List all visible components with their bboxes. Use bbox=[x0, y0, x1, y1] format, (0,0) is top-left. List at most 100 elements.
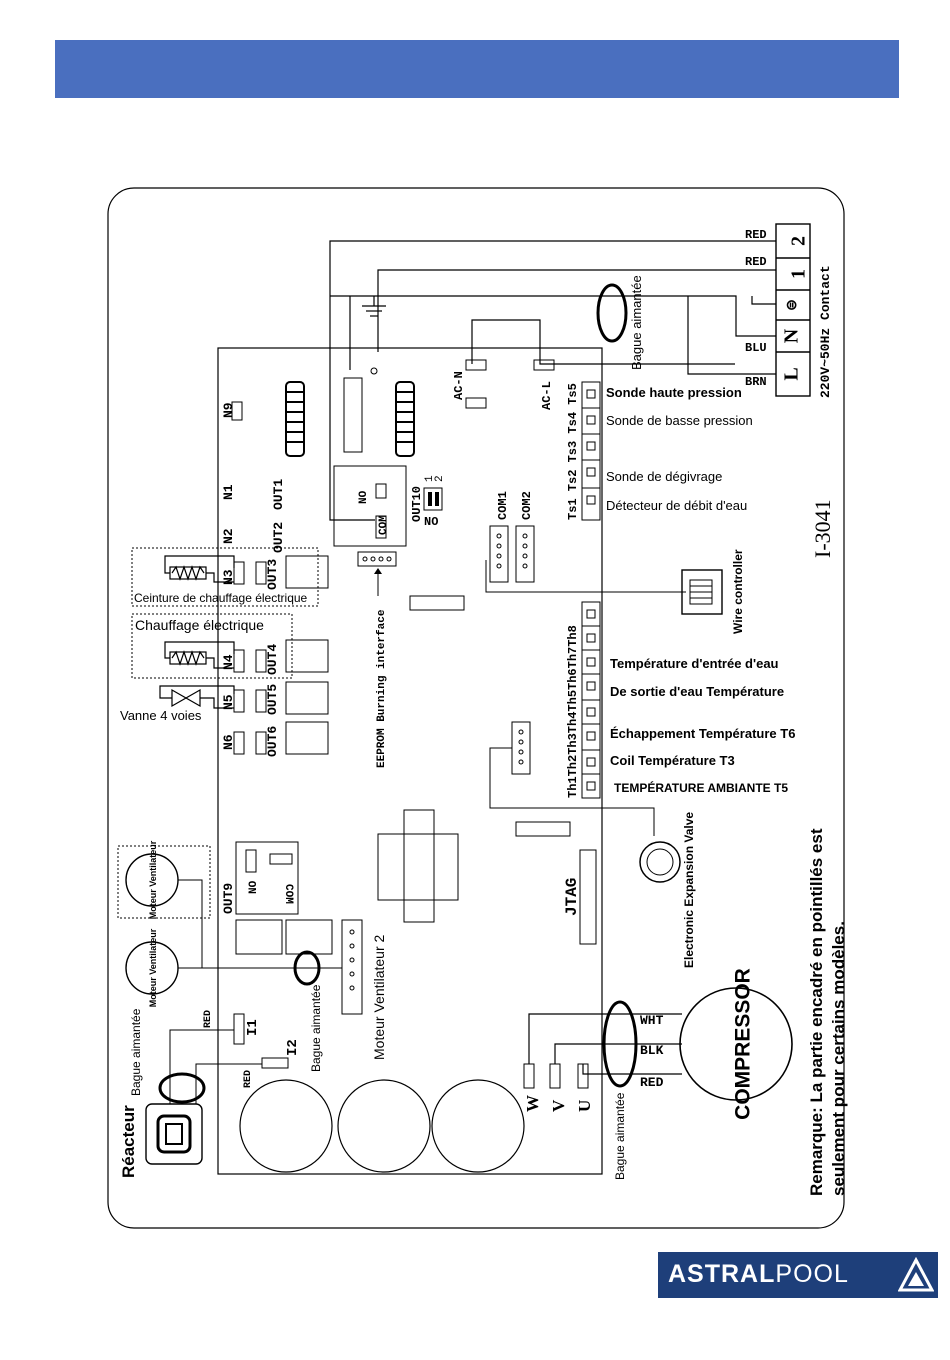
n6-label: N6 bbox=[221, 734, 236, 750]
eev-valve-icon bbox=[639, 841, 681, 883]
i1-label: I1 bbox=[245, 1019, 261, 1036]
logo-word-light: POOL bbox=[775, 1260, 849, 1288]
eeprom-label: EEPROM Burning interface bbox=[376, 609, 388, 768]
out9-relay bbox=[235, 841, 299, 915]
capacitor-2 bbox=[337, 1079, 431, 1173]
ferrite-ring-compressor-icon bbox=[602, 1000, 638, 1088]
ac-n-label: AC-N bbox=[452, 371, 466, 400]
sensor-coil: Coil Température T3 bbox=[610, 753, 735, 768]
logo-word-bold: ASTRAL bbox=[668, 1260, 776, 1288]
sensor-exhaust: Échappement Température T6 bbox=[610, 726, 795, 741]
board-id: I-3041 bbox=[810, 499, 835, 558]
fan-motor-dashed-box bbox=[117, 845, 211, 919]
n1-label: N1 bbox=[221, 484, 236, 500]
wire-controller-icon bbox=[681, 569, 723, 615]
reactor-red-2-label: RED bbox=[243, 1070, 254, 1088]
terminal-1: 1 bbox=[788, 269, 810, 279]
reactor-label: Réacteur bbox=[119, 1105, 138, 1178]
out1-label: OUT1 bbox=[271, 479, 286, 510]
com1-connector bbox=[489, 525, 509, 583]
ac-l-label: AC-L bbox=[540, 381, 554, 410]
fan2-connector bbox=[341, 919, 363, 1015]
component-block bbox=[409, 595, 465, 611]
n2-label: N2 bbox=[221, 528, 236, 544]
terminal-2: 2 bbox=[788, 236, 810, 246]
v-terminal bbox=[549, 1063, 561, 1089]
power-terminal-block bbox=[775, 223, 811, 397]
fan-relay-1 bbox=[235, 919, 283, 955]
wire-red-2-label: RED bbox=[745, 255, 767, 269]
th-pins-label: Th1Th2Th3Th4Th5Th6Th7Th8 bbox=[566, 625, 580, 798]
out2-label: OUT2 bbox=[271, 522, 286, 553]
four-way-valve-icon bbox=[159, 685, 235, 709]
ring-fan-label: Bague aimantée bbox=[309, 984, 323, 1072]
header-bar bbox=[55, 40, 899, 98]
dip-1-label: 1 bbox=[424, 475, 436, 482]
fan2-label: Moteur Ventilateur 2 bbox=[371, 934, 387, 1060]
sensor-defrost: Sonde de dégivrage bbox=[606, 469, 722, 484]
compressor-icon bbox=[679, 987, 793, 1101]
output-terminals bbox=[231, 401, 329, 755]
inductor-1-icon bbox=[285, 381, 305, 457]
compressor-wire-wht: WHT bbox=[640, 1013, 664, 1028]
ferrite-ring-fan-icon bbox=[293, 950, 321, 986]
wire-blu-label: BLU bbox=[745, 341, 767, 355]
phase-w-label: W bbox=[523, 1095, 542, 1112]
fan-motor-1-label: Moteur Ventilateur bbox=[148, 840, 158, 919]
power-wires bbox=[329, 240, 776, 521]
phase-v-label: V bbox=[549, 1099, 568, 1112]
i1-terminal bbox=[233, 1013, 245, 1045]
transformer bbox=[377, 833, 459, 901]
com2-connector bbox=[515, 525, 535, 583]
astralpool-logo: ASTRALPOOL bbox=[658, 1252, 938, 1298]
ring-compressor-label: Bague aimantée bbox=[613, 1092, 627, 1180]
jtag-connector bbox=[579, 849, 597, 945]
terminal-l: L bbox=[781, 367, 803, 380]
compressor-wire-red: RED bbox=[640, 1075, 664, 1090]
i2-terminal bbox=[261, 1057, 289, 1069]
fan-motor-2-label: Moteur Ventilateur bbox=[148, 928, 158, 1007]
out10-no-label: NO bbox=[358, 490, 370, 504]
sensor-water-inlet: Température d'entrée d'eau bbox=[610, 656, 779, 671]
eeprom-connector bbox=[357, 551, 397, 567]
out10-label: OUT10 bbox=[410, 486, 424, 522]
reactor-icon bbox=[145, 1103, 203, 1165]
out10-com-label: COM bbox=[378, 515, 390, 535]
note-line-1: Remarque: La partie encadré en pointillé… bbox=[807, 828, 826, 1196]
out4-label: OUT4 bbox=[265, 644, 280, 675]
sensor-ambient: TEMPÉRATURE AMBIANTE T5 bbox=[614, 780, 788, 795]
terminal-n: N bbox=[781, 328, 803, 343]
n5-label: N5 bbox=[221, 694, 236, 710]
valve-label: Vanne 4 voies bbox=[120, 708, 202, 723]
out9-no-label: NO bbox=[248, 880, 260, 894]
ring-top-label: Bague aimantée bbox=[629, 275, 644, 370]
w-terminal bbox=[523, 1063, 535, 1089]
heater-belt-box bbox=[131, 547, 319, 607]
heater-belt-label: Ceinture de chauffage électrique bbox=[134, 591, 308, 605]
n3-label: N3 bbox=[221, 569, 236, 585]
dip-switch[interactable] bbox=[423, 487, 443, 511]
reactor-red-1-label: RED bbox=[203, 1010, 214, 1028]
compressor-label: COMPRESSOR bbox=[732, 968, 755, 1120]
com1-label: COM1 bbox=[496, 491, 510, 520]
n4-label: N4 bbox=[221, 654, 236, 670]
sensor-low-pressure: Sonde de basse pression bbox=[606, 413, 753, 428]
electric-heater-box bbox=[131, 613, 293, 679]
electric-heater-label: Chauffage électrique bbox=[135, 617, 264, 633]
wire-red-top-label: RED bbox=[745, 228, 767, 242]
terminal-earth: ⊜ bbox=[785, 299, 800, 311]
phase-u-label: U bbox=[575, 1100, 594, 1112]
electric-heater-icon bbox=[164, 641, 235, 669]
jtag-label: JTAG bbox=[563, 878, 581, 916]
ac-l-connector bbox=[533, 359, 555, 371]
capacitor-1 bbox=[239, 1079, 333, 1173]
fan-relay-2 bbox=[285, 919, 333, 955]
dip-2-label: 2 bbox=[434, 475, 446, 482]
component-block-2 bbox=[515, 821, 571, 837]
sensor-high-pressure: Sonde haute pression bbox=[606, 385, 742, 400]
sensor-water-outlet: De sortie d'eau Température bbox=[610, 684, 784, 699]
astralpool-triangle-icon bbox=[898, 1257, 934, 1292]
capacitor-3 bbox=[431, 1079, 525, 1173]
out10-no2-label: NO bbox=[424, 515, 438, 529]
